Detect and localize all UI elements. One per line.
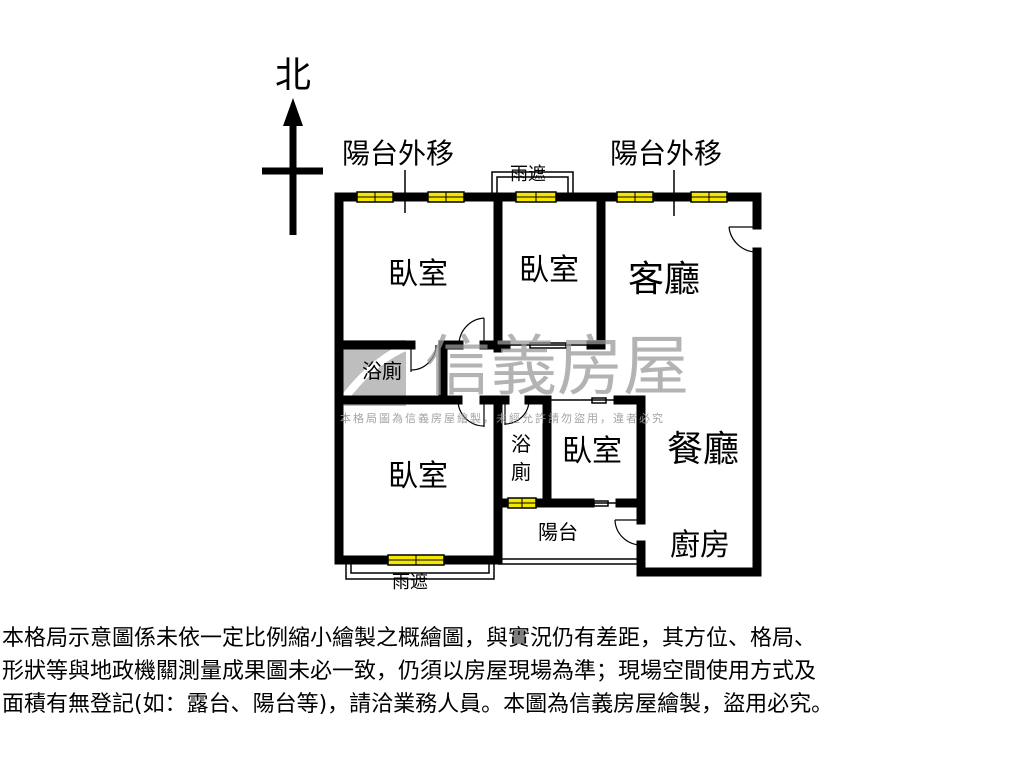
room-bedroom-center: 臥室	[562, 434, 622, 469]
north-arrow-icon	[262, 98, 323, 235]
room-balcony: 陽台	[538, 520, 578, 544]
room-kitchen: 廚房	[670, 528, 730, 563]
canopy-top	[491, 171, 574, 194]
north-label: 北	[275, 55, 312, 96]
balcony-moved-label-left: 陽台外移	[342, 137, 455, 170]
door-icons	[410, 226, 758, 546]
watermark-brand: 信義房屋	[425, 328, 689, 405]
room-living: 客廳	[628, 259, 701, 300]
watermark-notice: 本格局圖為信義房屋繪製，未經允許請勿盜用，違者必究	[340, 412, 665, 425]
floor-plan-drawing	[262, 98, 762, 580]
room-bedroom-nw: 臥室	[388, 257, 448, 292]
room-dining: 餐廳	[667, 429, 740, 470]
room-bedroom-n-center: 臥室	[519, 253, 579, 288]
disclaimer-line-1: 本格局示意圖係未依一定比例縮小繪製之概繪圖，與實況仍有差距，其方位、格局、	[2, 626, 817, 651]
disclaimer: 本格局示意圖係未依一定比例縮小繪製之概繪圖，與實況仍有差距，其方位、格局、 形狀…	[2, 622, 1022, 721]
room-bedroom-sw: 臥室	[388, 459, 448, 494]
canopy-label-top: 雨遮	[510, 164, 546, 185]
room-bathroom-center: 浴廁	[511, 432, 531, 484]
room-bathroom-w: 浴廁	[362, 359, 402, 383]
floor-plan: 信義房屋 本格局圖為信義房屋繪製，未經允許請勿盜用，違者必究 北 陽台外移 陽台…	[262, 55, 762, 593]
balcony-moved-label-right: 陽台外移	[610, 137, 723, 170]
canopy-bottom	[345, 560, 495, 580]
disclaimer-line-3: 面積有無登記(如：露台、陽台等)，請洽業務人員。本圖為信義房屋繪製，盜用必究。	[2, 692, 834, 717]
disclaimer-line-2: 形狀等與地政機關測量成果圖未必一致，仍須以房屋現場為準；現場空間使用方式及	[2, 659, 817, 684]
canopy-label-bottom: 雨遮	[392, 572, 428, 593]
